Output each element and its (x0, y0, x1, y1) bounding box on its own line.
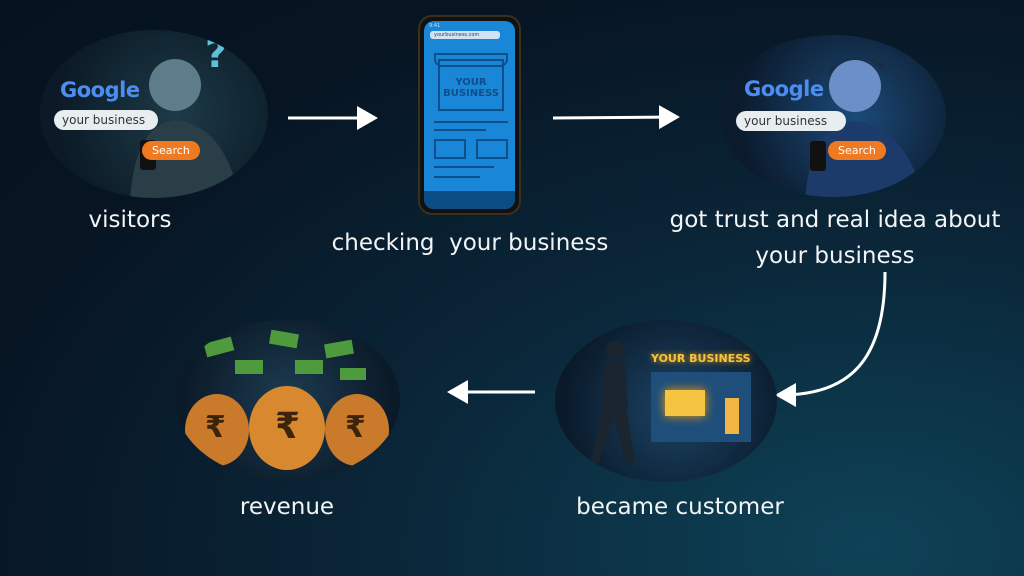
search-input: your business (736, 111, 846, 131)
arrow-3 (775, 271, 887, 407)
store-sign: YOUR BUSINESS (443, 77, 499, 99)
rupee-symbol: ₹ (275, 406, 301, 447)
google-logo: Google (60, 78, 140, 102)
walking-person-icon (590, 341, 635, 463)
step-label-visitors: visitors (88, 207, 172, 233)
rupee-symbol: ₹ (205, 410, 226, 445)
rupee-symbol: ₹ (345, 410, 366, 445)
step-label-customer: became customer (576, 494, 784, 520)
money-bags-icon (185, 329, 389, 470)
revenue-illustration: ₹ ₹ ₹ (175, 320, 400, 480)
visitor-illustration: ? Google your business Search (40, 30, 268, 198)
phone-illustration: 9:41 yourbusiness.com YOUR BUSINESS (418, 15, 521, 215)
url-bar: yourbusiness.com (430, 31, 500, 39)
awning-icon (434, 53, 508, 67)
happy-person-icon (805, 57, 924, 197)
search-input: your business (54, 110, 158, 130)
search-button: Search (828, 141, 886, 160)
search-button: Search (142, 141, 200, 160)
trusting-visitor-illustration: Google your business Search (720, 35, 946, 197)
google-logo: Google (744, 77, 824, 101)
store-sign: YOUR BUSINESS (651, 352, 751, 365)
phone-time: 9:41 (429, 23, 441, 29)
customer-store-illustration: YOUR BUSINESS (555, 320, 777, 482)
question-mark: ? (205, 32, 228, 76)
step-label-trust: got trust and real idea about your busin… (669, 207, 1001, 269)
arrow-2 (552, 105, 680, 130)
step-label-revenue: revenue (239, 494, 335, 520)
step-label-checking: checking your business (331, 230, 609, 256)
